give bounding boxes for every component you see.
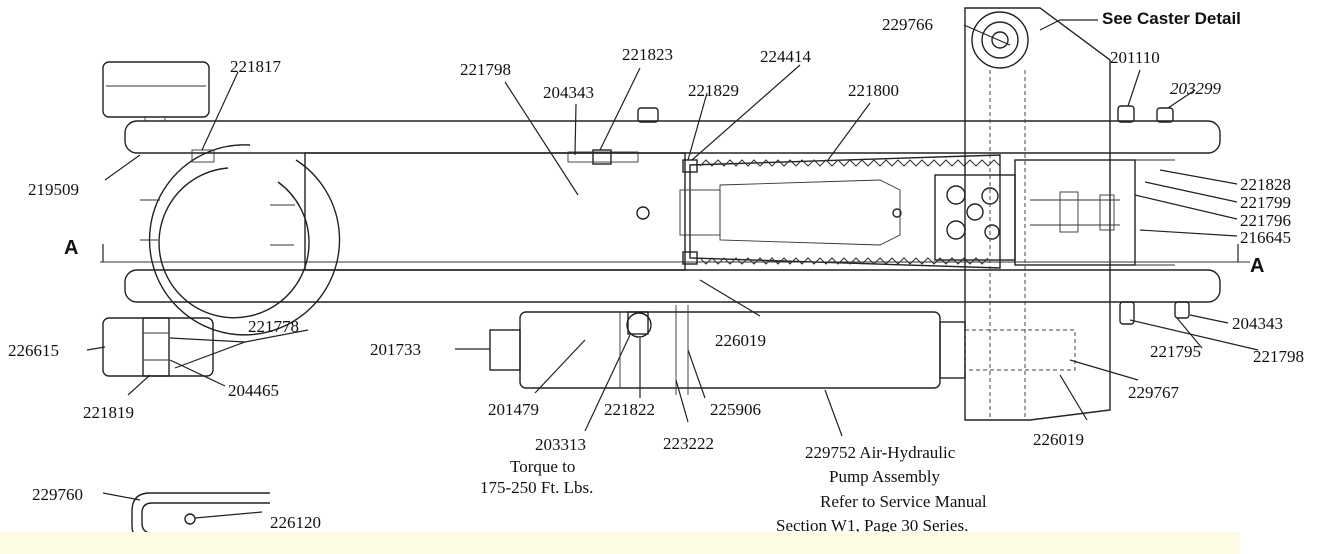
label-221828: 221828 bbox=[1240, 175, 1291, 194]
label-223222: 223222 bbox=[663, 434, 714, 453]
label-226120: 226120 bbox=[270, 513, 321, 532]
label-203313: 203313 bbox=[535, 435, 586, 454]
label-221822: 221822 bbox=[604, 400, 655, 419]
label-204343-top: 204343 bbox=[543, 83, 594, 102]
label-221829: 221829 bbox=[688, 81, 739, 100]
label-216645: 216645 bbox=[1240, 228, 1291, 247]
label-229760: 229760 bbox=[32, 485, 83, 504]
lower-frame-rail bbox=[124, 269, 1221, 303]
label-221799: 221799 bbox=[1240, 193, 1291, 212]
leader-lines bbox=[86, 19, 1259, 519]
upper-frame-rail bbox=[124, 120, 1221, 154]
label-226019-low: 226019 bbox=[1033, 430, 1084, 449]
label-201479: 201479 bbox=[488, 400, 539, 419]
pump-note-line4: Section W1, Page 30 Series. bbox=[776, 516, 968, 535]
right-end-fittings bbox=[1014, 159, 1175, 266]
part-number-labels: See Caster Detail 229766 201110 203299 2… bbox=[8, 9, 1304, 535]
label-204465: 204465 bbox=[228, 381, 279, 400]
label-224414: 224414 bbox=[760, 47, 812, 66]
label-226615: 226615 bbox=[8, 341, 59, 360]
section-letter-left: A bbox=[64, 237, 78, 259]
see-caster-detail-callout: See Caster Detail bbox=[1102, 9, 1241, 28]
label-221819: 221819 bbox=[83, 403, 134, 422]
torque-note-line2: 175-250 Ft. Lbs. bbox=[480, 478, 593, 497]
lower-left-bracket bbox=[102, 317, 214, 377]
pump-note-line3: Refer to Service Manual bbox=[820, 492, 987, 511]
spring-cone bbox=[679, 154, 1001, 269]
label-229766: 229766 bbox=[882, 15, 933, 34]
handle-pad bbox=[102, 61, 210, 121]
left-saddle-clamp bbox=[140, 144, 341, 336]
pump-note-line2: Pump Assembly bbox=[829, 467, 940, 486]
section-letter-right: A bbox=[1250, 255, 1264, 277]
label-201110: 201110 bbox=[1110, 48, 1160, 67]
label-221800: 221800 bbox=[848, 81, 899, 100]
valve-block bbox=[934, 174, 1016, 261]
pump-assembly bbox=[489, 305, 1076, 395]
label-229767: 229767 bbox=[1128, 383, 1180, 402]
section-marker-left: A bbox=[64, 237, 104, 262]
label-221796: 221796 bbox=[1240, 211, 1291, 230]
footer-highlight-band bbox=[0, 532, 1240, 554]
rail-bolts bbox=[592, 105, 1190, 335]
torque-note-line1: Torque to bbox=[510, 457, 575, 476]
section-marker-right: A bbox=[1237, 244, 1264, 277]
label-225906: 225906 bbox=[710, 400, 761, 419]
label-221798-top: 221798 bbox=[460, 60, 511, 79]
label-226019-mid: 226019 bbox=[715, 331, 766, 350]
label-221798-right: 221798 bbox=[1253, 347, 1304, 366]
label-204343-right: 204343 bbox=[1232, 314, 1283, 333]
label-201733: 201733 bbox=[370, 340, 421, 359]
label-203299: 203299 bbox=[1170, 79, 1222, 98]
label-221778: 221778 bbox=[248, 317, 299, 336]
label-221795: 221795 bbox=[1150, 342, 1201, 361]
cylinder-body bbox=[304, 151, 686, 271]
label-221817: 221817 bbox=[230, 57, 282, 76]
label-221823: 221823 bbox=[622, 45, 673, 64]
pump-note-line1: 229752 Air-Hydraulic bbox=[805, 443, 956, 462]
label-219509: 219509 bbox=[28, 180, 79, 199]
caster-plate bbox=[964, 7, 1111, 421]
